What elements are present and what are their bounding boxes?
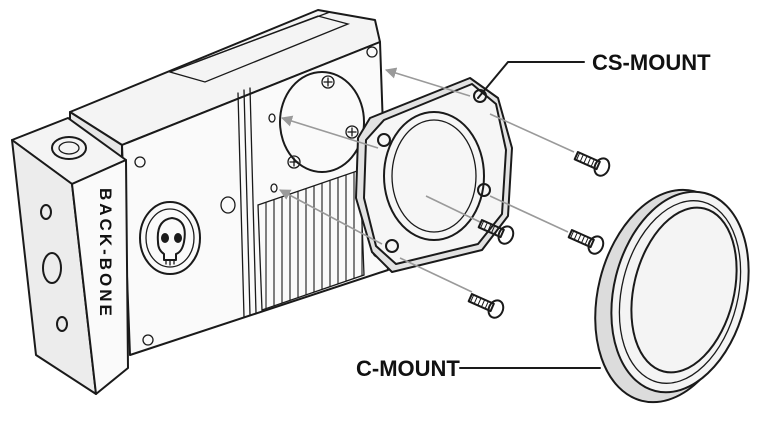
heatsink-fins: [257, 169, 365, 311]
connector-block: BACK-BONE: [11, 117, 129, 395]
cs-mount-bore: [383, 111, 485, 241]
block-front-face: [71, 159, 129, 395]
skull-icon: [139, 201, 201, 275]
screw-4: [467, 293, 505, 319]
c-mount-ring: [594, 188, 750, 404]
screw-3: [477, 219, 515, 245]
c-mount-bore: [630, 206, 738, 374]
screw-1: [573, 151, 611, 177]
cs-mount-ring: [355, 77, 513, 273]
cs-mount-callout: CS-MOUNT: [477, 50, 711, 99]
assembly-arrows: [279, 67, 575, 293]
cs-mount-label: CS-MOUNT: [592, 50, 711, 75]
c-mount-callout: C-MOUNT: [356, 356, 601, 381]
plate-screws: [287, 75, 359, 169]
brand-label: BACK-BONE: [96, 188, 115, 319]
sensor-plate: [279, 71, 365, 173]
c-mount-label: C-MOUNT: [356, 356, 460, 381]
screw-2: [567, 229, 605, 255]
